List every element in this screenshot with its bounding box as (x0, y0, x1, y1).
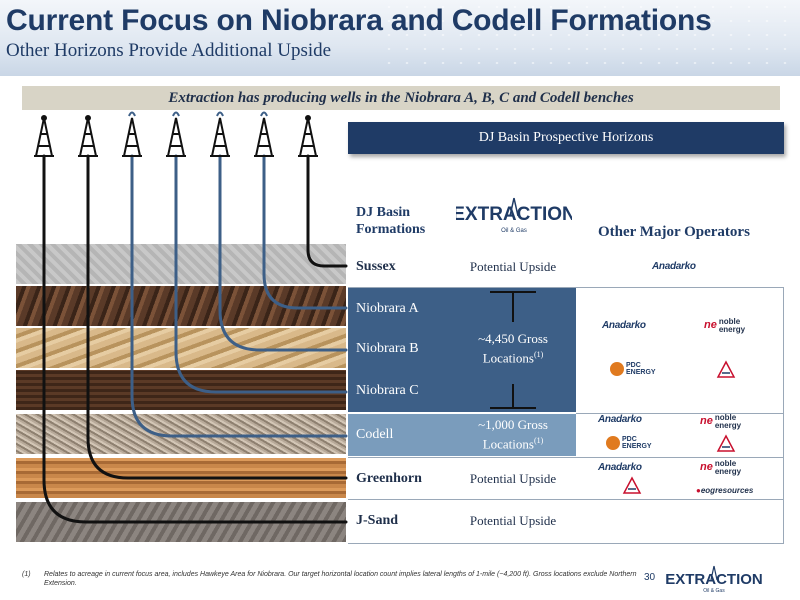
extraction-logo-text: EXTRACTION (456, 204, 572, 225)
drilling-rig-icons (34, 111, 318, 157)
extraction-logo: EXTRACTION Oil & Gas (456, 197, 572, 234)
table-row-sussex: Sussex Potential Upside Anadarko (348, 246, 784, 288)
range-bracket-icon (490, 291, 536, 409)
table-row-j-sand: J-Sand Potential Upside (348, 500, 784, 542)
column-divider (783, 288, 784, 544)
layer-codell (16, 414, 346, 454)
column-header-operators: Other Major Operators (598, 224, 750, 240)
slide-header: Current Focus on Niobrara and Codell For… (0, 0, 800, 76)
well-path-codell (130, 154, 348, 438)
formation-value: Potential Upside (469, 259, 557, 274)
rig-icon (78, 115, 98, 157)
anadarko-logo: Anadarko (602, 320, 646, 331)
formation-name: Sussex (356, 259, 396, 274)
well-path-niobrara-a (262, 154, 348, 310)
formation-name: Codell (348, 414, 450, 456)
formation-name: J-Sand (356, 513, 399, 528)
table-row-codell: Codell ~1,000 Gross Locations(1) (348, 414, 576, 456)
operator-triangle-logo (716, 434, 736, 452)
pdc-dot-icon (610, 362, 624, 376)
layer-niobrara-b (16, 328, 346, 368)
formation-value: ~1,000 Gross Locations(1) (450, 414, 576, 456)
well-path-niobrara-c (174, 154, 348, 394)
formation-value: Potential Upside (469, 471, 557, 486)
well-path-greenhorn (86, 154, 348, 480)
table-row-niobrara-b: Niobrara B ~4,450 Gross Locations(1) (348, 328, 576, 370)
operator-triangle-logo (716, 360, 736, 378)
rig-icon (210, 111, 230, 157)
anadarko-logo: Anadarko (598, 414, 642, 425)
extraction-logo-sub: Oil & Gas (501, 228, 527, 234)
page-title: Current Focus on Niobrara and Codell For… (6, 4, 712, 37)
eog-resources-logo: ●eogresources (696, 486, 754, 495)
pdc-dot-icon (606, 436, 620, 450)
anadarko-logo: Anadarko (598, 462, 642, 473)
table-row-greenhorn: Greenhorn Potential Upside (348, 458, 784, 500)
rig-icon (122, 111, 142, 157)
rig-icon (166, 111, 186, 157)
layer-niobrara-a (16, 286, 346, 326)
formation-value: ~4,450 Gross Locations(1) (450, 328, 576, 370)
rig-icon (298, 115, 318, 157)
operators-cell: Anadarko (576, 246, 784, 288)
rig-icon (254, 111, 274, 157)
banner-text: Extraction has producing wells in the Ni… (22, 86, 780, 110)
panel-title: DJ Basin Prospective Horizons (348, 122, 784, 154)
row-divider (576, 413, 784, 414)
svg-text:Oil & Gas: Oil & Gas (703, 588, 725, 594)
footnote: (1) Relates to acreage in current focus … (22, 571, 637, 587)
page-subtitle: Other Horizons Provide Additional Upside (6, 40, 332, 61)
well-path-niobrara-b (218, 154, 348, 352)
formation-name: Niobrara B (348, 328, 450, 370)
extraction-footer-logo: EXTRACTION Oil & Gas (665, 565, 763, 594)
strata-illustration (16, 156, 346, 544)
well-path-sussex (306, 154, 348, 268)
formation-name: Greenhorn (356, 471, 422, 486)
formation-name: Niobrara A (348, 288, 450, 330)
svg-text:EXTRACTION: EXTRACTION (665, 571, 763, 588)
operator-triangle-logo (622, 476, 642, 494)
formation-value: Potential Upside (469, 513, 557, 528)
formation-name: Niobrara C (348, 370, 450, 412)
header-texture (380, 0, 800, 76)
row-divider (348, 457, 784, 458)
column-header-formations: DJ Basin Formations (356, 205, 426, 237)
layer-sussex (16, 244, 346, 284)
page-number: 30 (644, 572, 656, 583)
rig-icon (34, 115, 54, 157)
row-divider (348, 499, 784, 500)
anadarko-logo: Anadarko (652, 261, 696, 272)
row-divider (348, 543, 784, 544)
well-path-j-sand (42, 154, 348, 524)
row-divider (348, 287, 784, 288)
